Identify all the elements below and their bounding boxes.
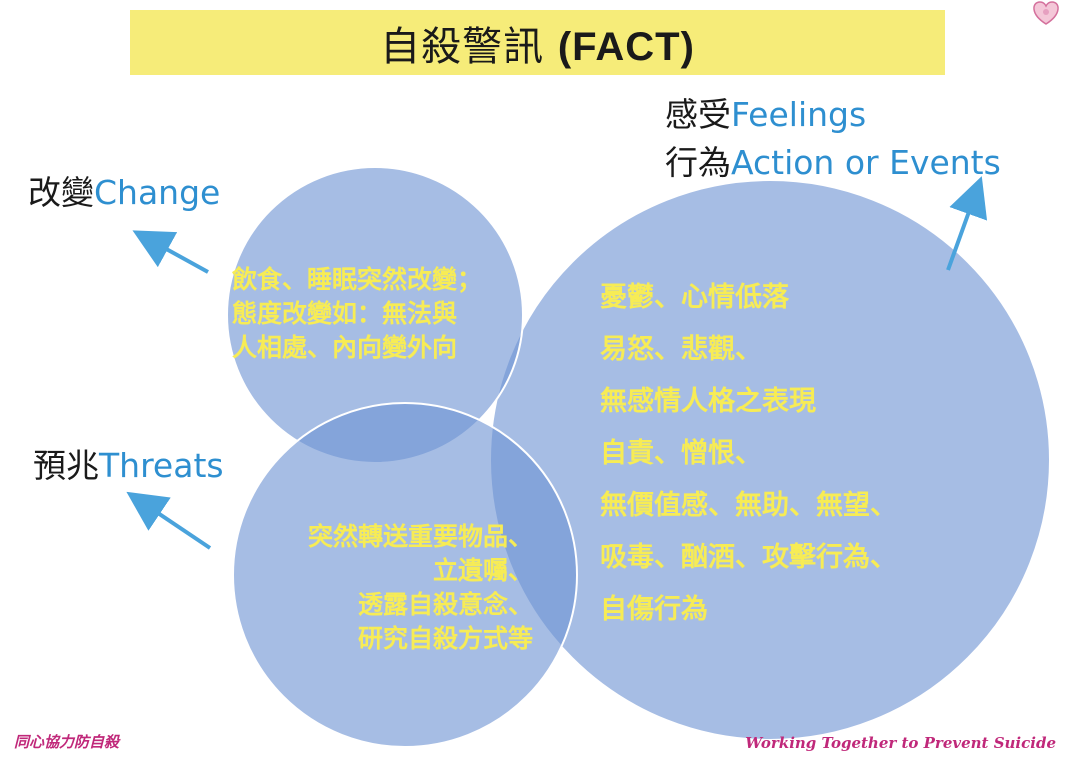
label-action-zh: 行為 xyxy=(665,143,731,182)
threats-line: 突然轉送重要物品、 xyxy=(307,522,533,551)
footer-left: 同心協力防自殺 xyxy=(14,733,120,751)
page-title: 自殺警訊 (FACT) xyxy=(380,14,695,72)
label-action-en: Action or Events xyxy=(731,143,1001,182)
arrow-threats xyxy=(126,491,212,550)
label-threats-zh: 預兆 xyxy=(33,446,99,485)
feelings-circle-text: 憂鬱、心情低落 易怒、悲觀、 無感情人格之表現 自責、憎恨、 無價值感、無助、無… xyxy=(600,272,897,636)
feelings-line: 憂鬱、心情低落 xyxy=(600,282,789,313)
arrow-feelings xyxy=(946,176,988,271)
label-threats: 預兆Threats xyxy=(33,446,224,486)
feelings-line: 吸毒、酗酒、攻擊行為、 xyxy=(600,542,897,573)
change-line: 人相處、內向變外向 xyxy=(232,333,458,362)
change-circle-text: 飲食、睡眠突然改變； 態度改變如：無法與 人相處、內向變外向 xyxy=(232,263,482,365)
label-feelings-zh: 感受 xyxy=(665,95,731,134)
footer-right: Working Together to Prevent Suicide xyxy=(745,734,1056,752)
heart-logo-icon xyxy=(1024,0,1068,26)
label-change-en: Change xyxy=(94,173,221,212)
arrow-change xyxy=(132,230,209,274)
title-zh: 自殺警訊 xyxy=(380,23,558,70)
threats-line: 研究自殺方式等 xyxy=(357,624,533,653)
feelings-line: 自責、憎恨、 xyxy=(600,438,762,469)
label-threats-en: Threats xyxy=(99,446,224,485)
label-feelings-en: Feelings xyxy=(731,95,867,134)
change-line: 態度改變如：無法與 xyxy=(232,299,458,328)
threats-circle-text: 突然轉送重要物品、 立遺囑、 透露自殺意念、 研究自殺方式等 xyxy=(243,520,533,656)
feelings-line: 無感情人格之表現 xyxy=(600,386,816,417)
threats-line: 透露自殺意念、 xyxy=(357,590,533,619)
label-change-zh: 改變 xyxy=(28,173,94,212)
venn-circle-threats xyxy=(232,402,578,748)
feelings-line: 無價值感、無助、無望、 xyxy=(600,490,897,521)
change-line: 飲食、睡眠突然改變； xyxy=(232,265,483,294)
threats-line: 立遺囑、 xyxy=(432,556,533,585)
label-feelings: 感受Feelings xyxy=(665,95,866,135)
title-banner: 自殺警訊 (FACT) xyxy=(130,10,945,75)
feelings-line: 自傷行為 xyxy=(600,594,708,625)
feelings-line: 易怒、悲觀、 xyxy=(600,334,762,365)
label-action: 行為Action or Events xyxy=(665,143,1001,183)
label-change: 改變Change xyxy=(28,173,220,213)
title-en: (FACT) xyxy=(557,24,695,69)
